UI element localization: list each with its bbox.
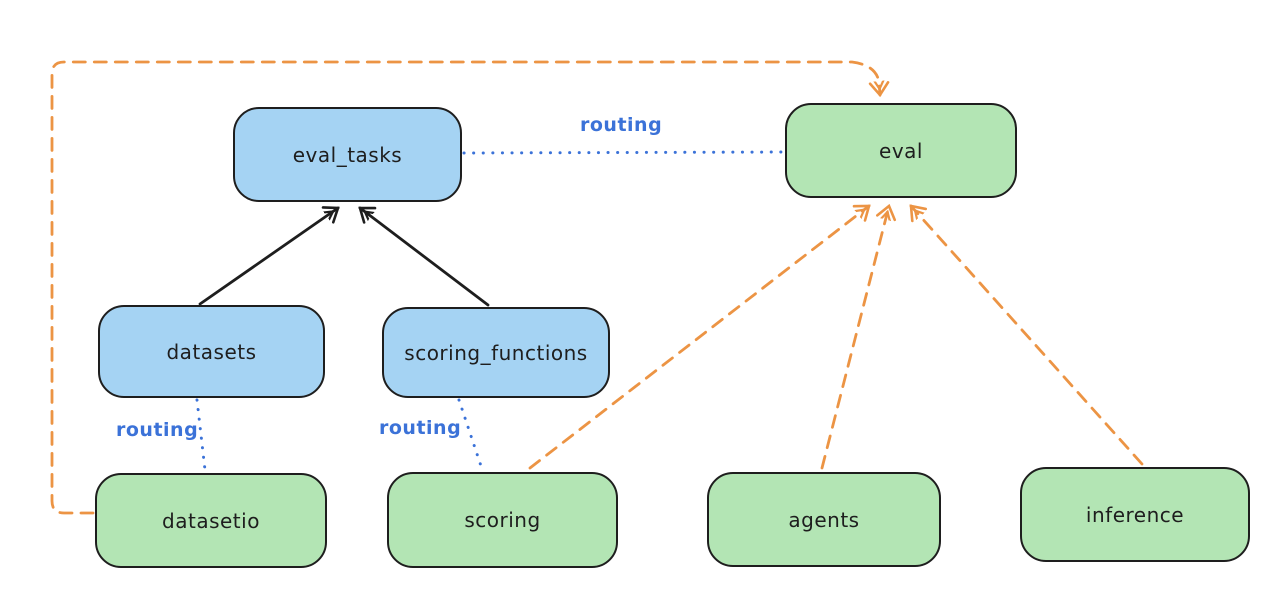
edge-label-routing-datasets-datasetio: routing — [116, 419, 199, 441]
node-scoring-label: scoring — [464, 508, 541, 532]
node-agents-label: agents — [788, 507, 860, 532]
edge-label-routing-eval-tasks-eval: routing — [580, 114, 663, 136]
edge-inference-to-eval — [911, 206, 1144, 466]
edge-scoring_functions-to-scoring — [457, 398, 484, 471]
node-inference: inference — [1020, 467, 1250, 562]
node-datasetio-label: datasetio — [162, 508, 260, 533]
node-scoring: scoring — [387, 472, 618, 568]
edge-eval_tasks-to-eval — [462, 150, 785, 155]
edge-scoring-to-eval — [528, 204, 869, 470]
edge-datasets-to-eval_tasks — [198, 208, 338, 306]
node-eval-tasks: eval_tasks — [233, 107, 462, 202]
edge-datasetio-to-eval — [50, 60, 880, 515]
edge-agents-to-eval — [820, 206, 889, 470]
node-inference-label: inference — [1085, 502, 1185, 527]
node-scoring-functions: scoring_functions — [382, 307, 610, 398]
node-datasets: datasets — [98, 305, 325, 398]
edge-label-routing-scoring-functions-scoring: routing — [379, 417, 462, 439]
edge-datasets-to-datasetio — [195, 398, 207, 472]
node-datasetio: datasetio — [95, 473, 327, 568]
node-datasets-label: datasets — [166, 339, 257, 364]
node-eval: eval — [785, 103, 1017, 198]
node-eval-tasks-label: eval_tasks — [292, 142, 403, 167]
node-scoring-functions-label: scoring_functions — [404, 340, 588, 365]
node-agents: agents — [707, 472, 941, 567]
edge-scoring_functions-to-eval_tasks — [360, 206, 490, 307]
node-eval-label: eval — [879, 138, 923, 163]
